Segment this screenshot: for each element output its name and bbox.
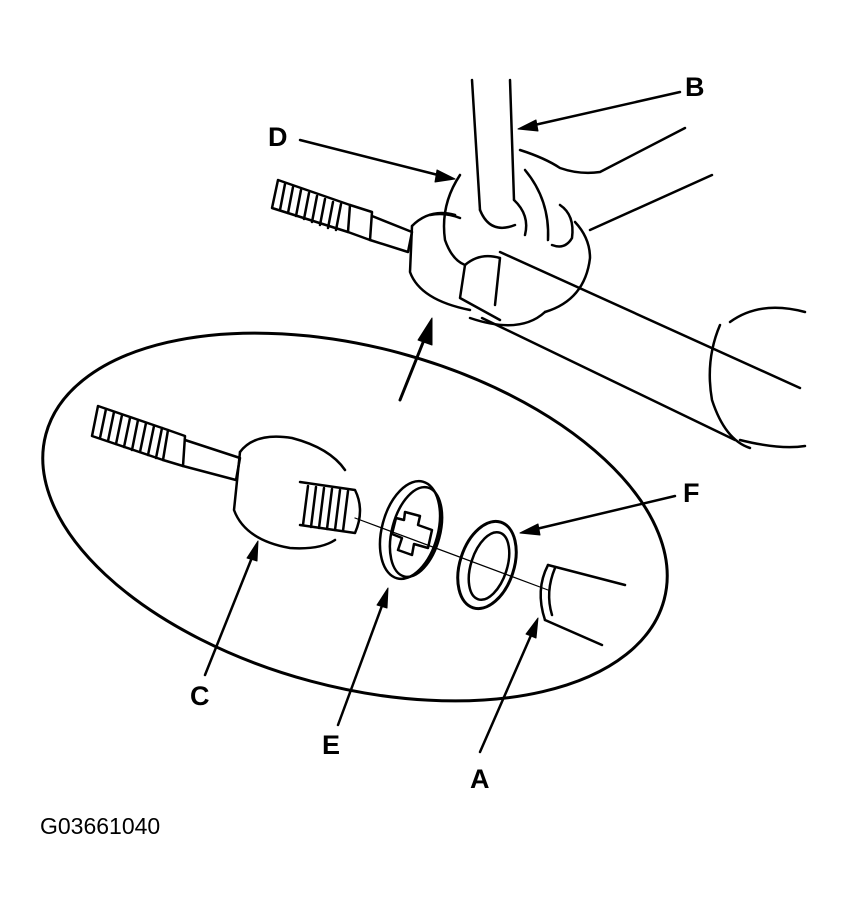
center-axis [354,517,549,591]
upper-tie-rod [270,178,472,312]
label-e: E [322,730,341,760]
assembly-arrow [398,317,433,402]
wrench [442,78,574,322]
label-d: D [268,122,288,152]
lock-washer [378,479,444,581]
label-b: B [685,72,705,102]
label-a: A [470,764,490,794]
leader-arrows [203,90,682,754]
tie-rod-end [90,404,362,550]
label-f: F [683,478,700,508]
rack-housing [468,126,807,450]
label-c: C [190,681,210,711]
rack-end [539,563,627,647]
figure-code: G03661040 [40,813,161,839]
stop-washer [456,519,518,611]
exploded-view-ellipse [41,331,669,703]
